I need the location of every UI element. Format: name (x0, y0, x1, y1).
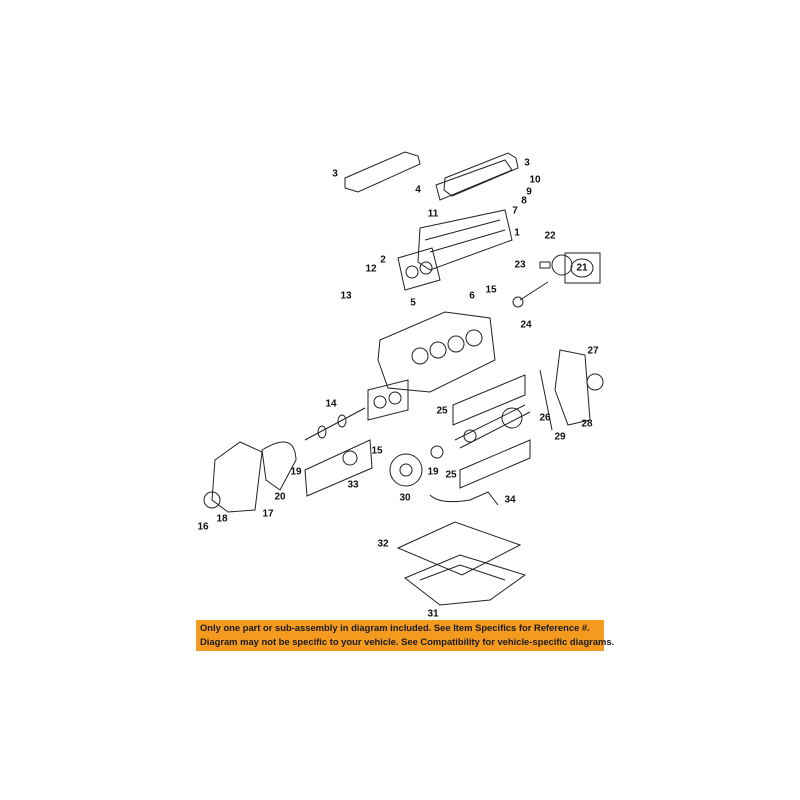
callout-21: 21 (576, 262, 588, 274)
callout-3: 3 (524, 157, 530, 169)
callout-16: 16 (197, 521, 209, 533)
callout-19: 19 (290, 466, 302, 478)
connecting-rod (512, 281, 549, 308)
disclaimer-line-1: Only one part or sub-assembly in diagram… (200, 622, 590, 633)
rear-cover (539, 349, 604, 431)
oil-pan (404, 554, 527, 606)
callout-3: 3 (332, 168, 338, 180)
callout-29: 29 (554, 431, 566, 443)
callout-7: 7 (512, 205, 518, 217)
crankshaft (454, 404, 531, 449)
callout-34: 34 (504, 494, 516, 506)
callout-10: 10 (529, 174, 541, 186)
callout-28: 28 (581, 418, 593, 430)
callout-25: 25 (436, 405, 448, 417)
callout-14: 14 (325, 398, 337, 410)
callout-5: 5 (410, 297, 416, 309)
valve-cover-left (344, 151, 421, 193)
cam-bearings (367, 379, 409, 421)
oil-pickup (429, 491, 499, 506)
callout-31: 31 (427, 608, 439, 620)
callout-26: 26 (539, 412, 551, 424)
callout-9: 9 (526, 186, 532, 198)
callout-13: 13 (340, 290, 352, 302)
callout-2: 2 (380, 254, 386, 266)
disclaimer-banner: Only one part or sub-assembly in diagram… (196, 620, 615, 651)
callout-15: 15 (485, 284, 497, 296)
cylinder-head (417, 209, 513, 271)
callout-27: 27 (587, 345, 599, 357)
piston (539, 254, 573, 276)
callout-32: 32 (377, 538, 389, 550)
main-bearings-upper (452, 374, 526, 426)
callout-15: 15 (371, 445, 383, 457)
callout-4: 4 (415, 184, 421, 196)
callout-1: 1 (514, 227, 520, 239)
disclaimer-line-2: Diagram may not be specific to your vehi… (200, 636, 615, 647)
callout-18: 18 (216, 513, 228, 525)
callout-20: 20 (274, 491, 286, 503)
callout-8: 8 (521, 195, 527, 207)
callout-23: 23 (514, 259, 526, 271)
piston-rings (564, 252, 601, 284)
callout-17: 17 (262, 508, 274, 520)
valve-cover-right (435, 152, 519, 201)
camshaft (304, 407, 366, 441)
timing-chain (261, 441, 297, 491)
callout-25: 25 (445, 469, 457, 481)
timing-cover (203, 441, 263, 513)
balancer-pulley (389, 445, 444, 487)
callout-19: 19 (427, 466, 439, 478)
engine-block (377, 311, 496, 393)
callout-33: 33 (347, 479, 359, 491)
callout-22: 22 (544, 230, 556, 242)
callout-30: 30 (399, 492, 411, 504)
callout-12: 12 (365, 263, 377, 275)
main-bearings-lower (459, 439, 531, 489)
callout-6: 6 (469, 290, 475, 302)
oil-pan-gasket (396, 521, 522, 576)
callout-24: 24 (520, 319, 532, 331)
head-gasket (397, 247, 441, 291)
callout-11: 11 (427, 208, 439, 220)
timing-gear-set (304, 439, 373, 497)
